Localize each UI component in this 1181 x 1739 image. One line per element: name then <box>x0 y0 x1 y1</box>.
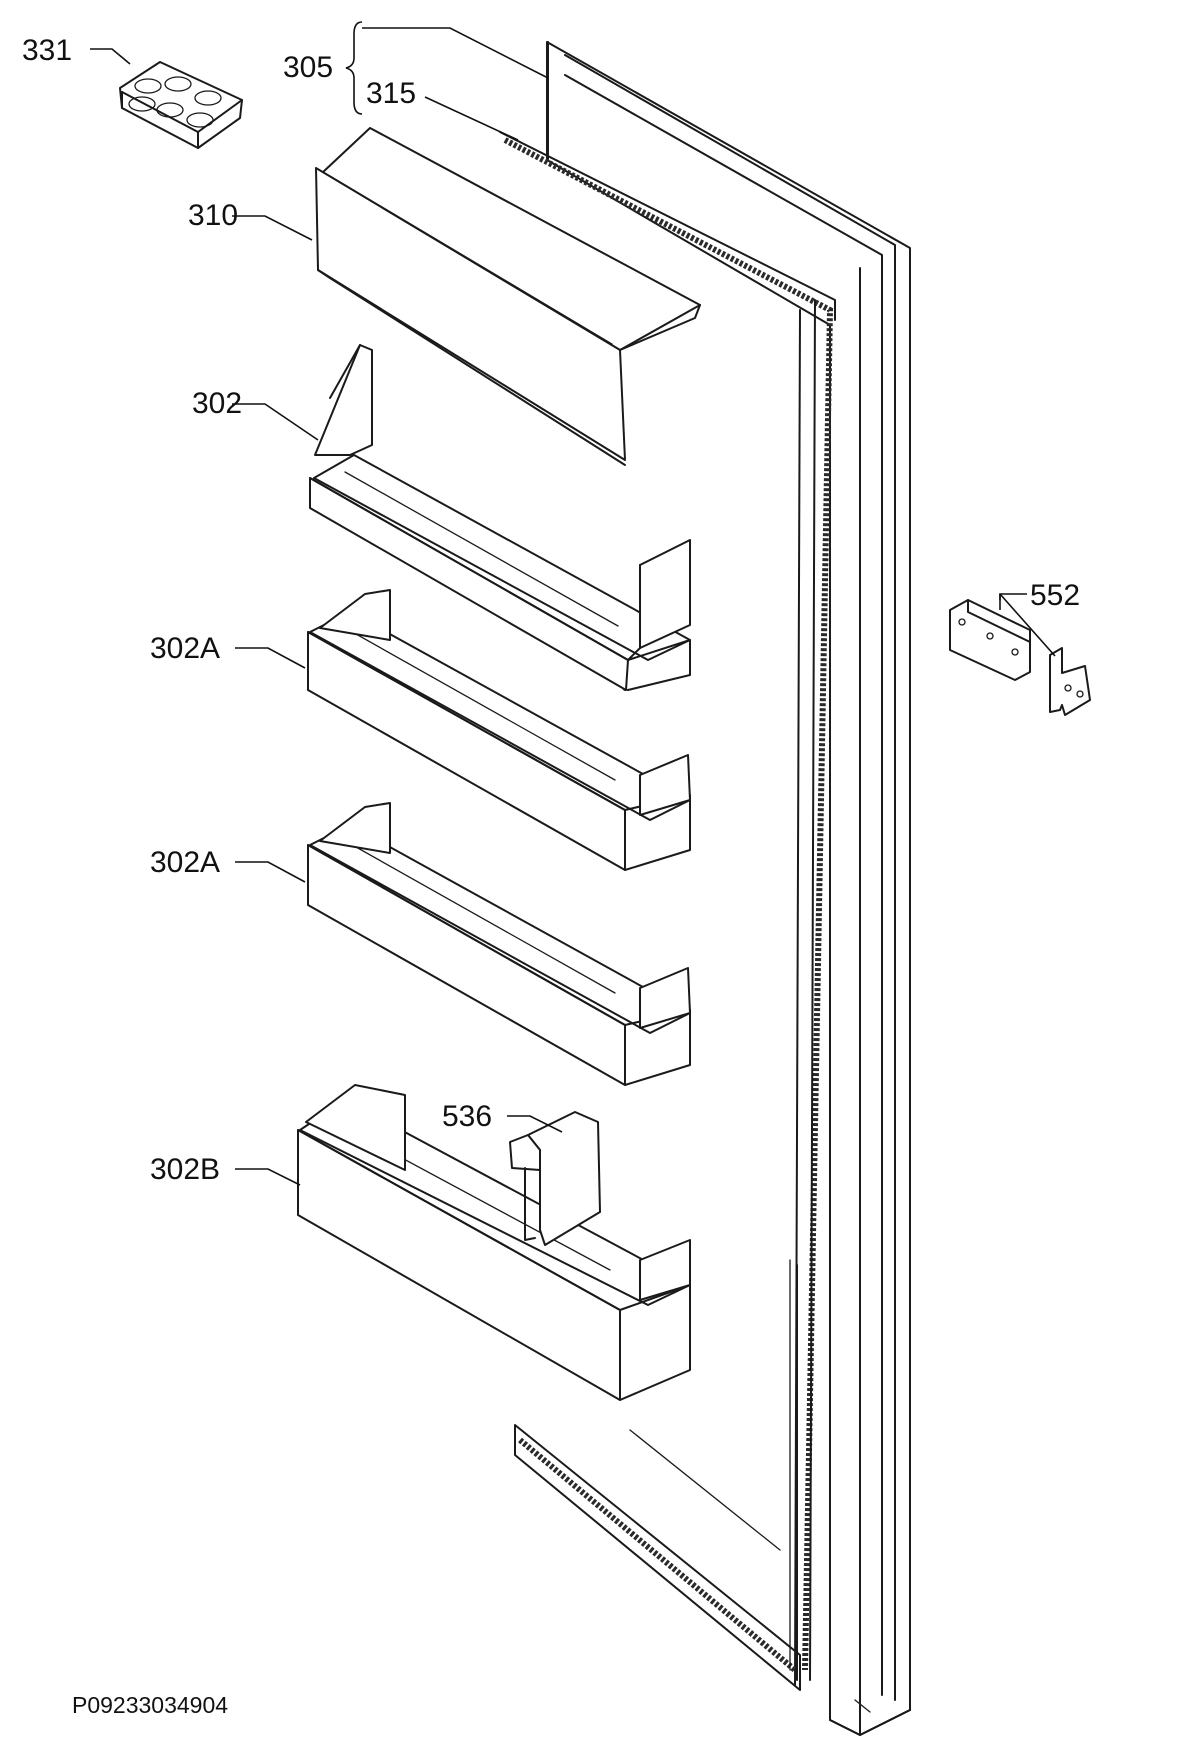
door-shelf-302b <box>297 1084 691 1401</box>
leader-lines <box>90 27 1056 1186</box>
callout-552: 552 <box>1030 579 1080 612</box>
door-shelf-302-clean <box>300 344 700 691</box>
callout-302: 302 <box>192 387 242 420</box>
callout-331: 331 <box>22 34 72 67</box>
callout-536: 536 <box>442 1100 492 1133</box>
callout-302a-lower: 302A <box>150 846 220 879</box>
shelf-divider-536 <box>509 1111 601 1246</box>
callout-302b: 302B <box>150 1153 220 1186</box>
brace-305-315 <box>345 21 363 115</box>
callout-302a-upper: 302A <box>150 632 220 665</box>
dairy-compartment-310 <box>315 127 701 466</box>
door-shelf-302a-lower <box>307 802 691 1086</box>
door-gasket <box>499 131 836 1691</box>
egg-tray <box>119 61 243 149</box>
door-shelf-302a-upper <box>307 589 691 871</box>
callout-305: 305 <box>283 51 333 84</box>
door-panel <box>546 41 911 1736</box>
drawing-code: P09233034904 <box>72 1692 228 1718</box>
callout-315: 315 <box>366 77 416 110</box>
hinge-bracket-552 <box>949 599 1091 716</box>
callout-310: 310 <box>188 199 238 232</box>
callout-labels: 331 305 315 310 302 302A 302A 302B 536 5… <box>22 34 1080 1718</box>
